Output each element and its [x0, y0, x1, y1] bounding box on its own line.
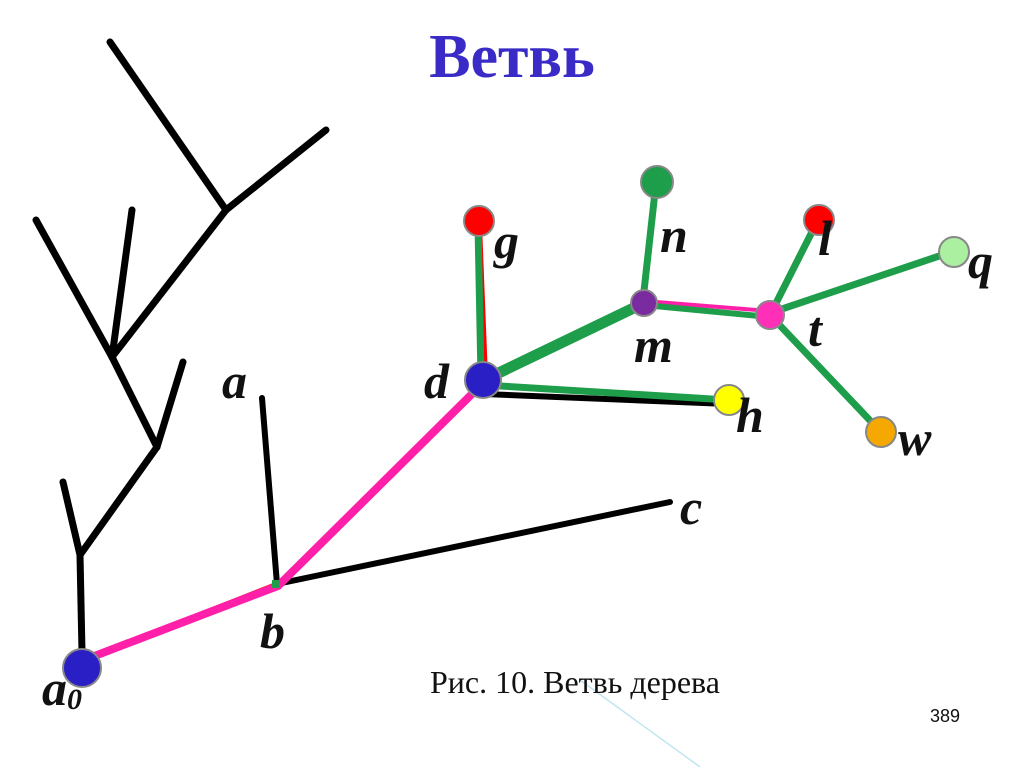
left-tree-edge: [108, 353, 161, 451]
edge-b-c: [274, 499, 673, 587]
edge-m-n: [639, 179, 660, 304]
edge-a-b: [259, 395, 280, 587]
node-labels: a0 a b c d g n m l t q h w: [42, 207, 993, 716]
label-a: a: [222, 353, 247, 409]
left-tree-edge: [32, 216, 116, 361]
left-tree-edge: [59, 478, 84, 559]
label-c: c: [680, 479, 702, 535]
edge-t-w: [766, 311, 884, 435]
label-m: m: [634, 317, 673, 373]
left-tree-edge: [222, 126, 330, 214]
label-w: w: [898, 410, 932, 466]
node-t: [755, 300, 785, 330]
black-edges: [259, 391, 731, 587]
edge-t-q: [766, 247, 958, 317]
edge-d-h-shadow: [481, 391, 731, 407]
decor-line: [579, 679, 701, 767]
label-t: t: [808, 301, 824, 357]
label-a0: a0: [42, 660, 82, 716]
node-n: [640, 165, 674, 199]
edge-m-t-magenta: [642, 299, 772, 313]
edge-d-h: [480, 381, 732, 404]
label-q: q: [968, 233, 993, 289]
label-l: l: [818, 210, 832, 266]
label-n: n: [660, 207, 688, 263]
slide-title: Ветвь: [429, 23, 595, 91]
left-tree-edge: [108, 206, 136, 361]
node-d: [464, 361, 502, 399]
edge-m-t: [641, 302, 773, 320]
label-b: b: [260, 603, 285, 659]
node-m: [630, 289, 658, 317]
node-h: [713, 384, 745, 416]
nodes: [62, 165, 970, 688]
left-tree: [32, 38, 330, 656]
node-b-marker: [272, 580, 280, 588]
left-tree-edge: [108, 206, 230, 361]
edge-d-g: [474, 221, 485, 382]
left-tree-edge: [153, 358, 187, 451]
figure-caption: Рис. 10. Ветвь дерева: [430, 664, 720, 700]
node-q: [938, 236, 970, 268]
left-tree-edge: [76, 443, 161, 559]
edge-t-l: [766, 216, 822, 319]
left-tree-edge: [76, 551, 86, 656]
left-tree-edge: [106, 38, 230, 214]
branch-path: [80, 384, 482, 664]
branch-edge-b-d: [274, 384, 482, 590]
node-a0: [62, 648, 102, 688]
green-edges: [474, 179, 958, 435]
edge-d-m: [478, 297, 650, 386]
branch-edge-a0-b: [80, 582, 282, 664]
page-number: 389: [930, 706, 961, 726]
node-w: [865, 416, 897, 448]
node-l: [803, 204, 835, 236]
node-g: [463, 205, 495, 237]
label-g: g: [493, 213, 519, 269]
label-h: h: [736, 387, 764, 443]
label-d: d: [424, 353, 450, 409]
